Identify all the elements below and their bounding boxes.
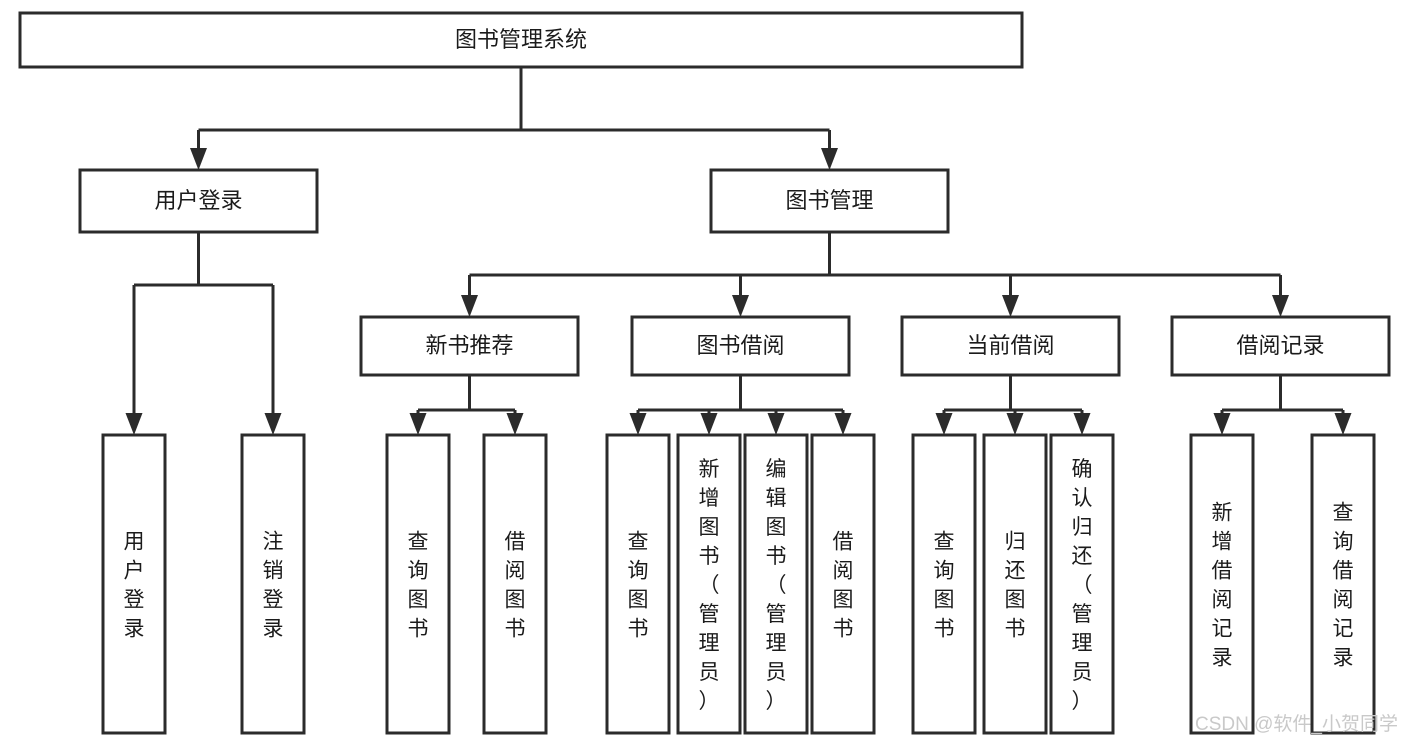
- node-book-borrow[interactable]: 图书借阅: [630, 315, 851, 377]
- node-box[interactable]: [605, 433, 671, 735]
- node-label: 用户登录: [154, 188, 242, 213]
- node-label: 新增借阅记录: [1212, 502, 1233, 670]
- node-box[interactable]: [810, 433, 876, 735]
- node-label: 新书推荐: [425, 333, 513, 358]
- csdn-watermark: CSDN @软件_小贺同学: [1195, 713, 1398, 735]
- nodes-layer: 图书管理系统用户登录图书管理新书推荐图书借阅当前借阅借阅记录用户登录注销登录查询…: [18, 11, 1391, 735]
- node-leaf-add-book[interactable]: 新增图书（管理员）: [676, 433, 742, 735]
- node-box[interactable]: [982, 433, 1048, 735]
- arrow-head-icon: [1334, 413, 1352, 435]
- node-root[interactable]: 图书管理系统: [18, 11, 1024, 69]
- node-leaf-borrow-book-recommend[interactable]: 借阅图书: [482, 433, 548, 735]
- node-label: 图书管理: [785, 188, 873, 213]
- node-label: 查询图书: [408, 531, 429, 641]
- arrow-head-icon: [732, 295, 749, 317]
- node-box[interactable]: [743, 433, 809, 735]
- node-box[interactable]: [1189, 433, 1255, 735]
- node-box[interactable]: [385, 433, 451, 735]
- node-box[interactable]: [630, 315, 851, 377]
- arrow-head-icon: [1002, 295, 1019, 317]
- arrow-head-icon: [834, 413, 852, 435]
- arrow-head-icon: [1073, 413, 1091, 435]
- node-box[interactable]: [359, 315, 580, 377]
- arrow-head-icon: [190, 148, 207, 170]
- node-leaf-confirm-return[interactable]: 确认归还（管理员）: [1049, 433, 1115, 735]
- node-label: 查询图书: [934, 531, 955, 641]
- arrow-head-icon: [409, 413, 427, 435]
- node-box[interactable]: [240, 433, 306, 735]
- arrow-head-icon: [1213, 413, 1231, 435]
- node-new-book-recommend[interactable]: 新书推荐: [359, 315, 580, 377]
- node-leaf-query-book-current[interactable]: 查询图书: [911, 433, 977, 735]
- node-box[interactable]: [1310, 433, 1376, 735]
- arrow-head-icon: [767, 413, 785, 435]
- arrow-head-icon: [461, 295, 478, 317]
- node-box[interactable]: [482, 433, 548, 735]
- node-label: 用户登录: [124, 531, 145, 641]
- node-label: 新增图书（管理员）: [699, 458, 720, 713]
- node-box[interactable]: [676, 433, 742, 735]
- arrow-head-icon: [700, 413, 718, 435]
- node-label: 图书管理系统: [455, 27, 587, 52]
- node-label: 借阅图书: [833, 531, 854, 641]
- node-box[interactable]: [78, 168, 319, 234]
- node-box[interactable]: [1049, 433, 1115, 735]
- node-label: 确认归还（管理员）: [1072, 458, 1093, 713]
- node-label: 借阅记录: [1236, 333, 1324, 358]
- node-label: 借阅图书: [505, 531, 526, 641]
- node-label: 编辑图书（管理员）: [766, 458, 787, 713]
- node-book-management[interactable]: 图书管理: [709, 168, 950, 234]
- node-label: 图书借阅: [696, 333, 784, 358]
- node-leaf-logout[interactable]: 注销登录: [240, 433, 306, 735]
- arrow-head-icon: [506, 413, 524, 435]
- node-box[interactable]: [900, 315, 1121, 377]
- node-leaf-edit-book[interactable]: 编辑图书（管理员）: [743, 433, 809, 735]
- node-box[interactable]: [18, 11, 1024, 69]
- node-box[interactable]: [911, 433, 977, 735]
- node-leaf-user-login[interactable]: 用户登录: [101, 433, 167, 735]
- arrow-head-icon: [125, 413, 143, 435]
- connectors-layer: [125, 67, 1352, 435]
- node-borrow-records[interactable]: 借阅记录: [1170, 315, 1391, 377]
- node-leaf-query-borrow-record[interactable]: 查询借阅记录: [1310, 433, 1376, 735]
- node-box[interactable]: [1170, 315, 1391, 377]
- node-box[interactable]: [709, 168, 950, 234]
- arrow-head-icon: [629, 413, 647, 435]
- node-label: 查询图书: [628, 531, 649, 641]
- node-box[interactable]: [101, 433, 167, 735]
- arrow-head-icon: [935, 413, 953, 435]
- arrow-head-icon: [264, 413, 282, 435]
- node-leaf-query-book-borrow[interactable]: 查询图书: [605, 433, 671, 735]
- node-leaf-borrow-book[interactable]: 借阅图书: [810, 433, 876, 735]
- node-label: 当前借阅: [966, 333, 1054, 358]
- node-label: 注销登录: [263, 531, 284, 641]
- node-user-login[interactable]: 用户登录: [78, 168, 319, 234]
- node-label: 归还图书: [1005, 531, 1026, 641]
- arrow-head-icon: [821, 148, 838, 170]
- node-leaf-add-borrow-record[interactable]: 新增借阅记录: [1189, 433, 1255, 735]
- arrow-head-icon: [1272, 295, 1289, 317]
- node-label: 查询借阅记录: [1333, 502, 1354, 670]
- node-leaf-query-book-recommend[interactable]: 查询图书: [385, 433, 451, 735]
- arrow-head-icon: [1006, 413, 1024, 435]
- node-current-borrow[interactable]: 当前借阅: [900, 315, 1121, 377]
- node-leaf-return-book[interactable]: 归还图书: [982, 433, 1048, 735]
